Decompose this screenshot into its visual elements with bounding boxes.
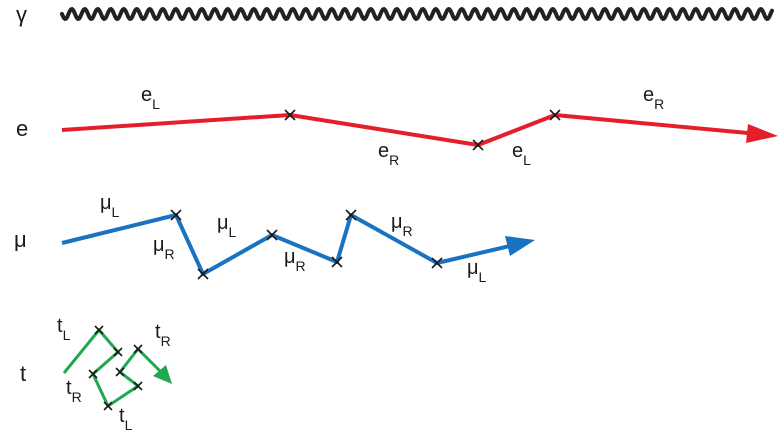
top-vertex-4	[103, 401, 113, 411]
row-label-top: t	[20, 361, 26, 386]
top-vertex-5	[133, 381, 143, 391]
muon-label-4: μR	[284, 246, 306, 274]
top-vertex-1	[94, 325, 104, 335]
muon-track: μL μR μL μR μR μL	[61, 192, 535, 285]
muon-line	[61, 213, 511, 276]
muon-vertex-2	[197, 268, 209, 280]
muon-vertex-6	[431, 257, 443, 269]
top-track: tL tR tR tL	[57, 315, 172, 433]
muon-vertex-3	[266, 229, 278, 241]
muon-vertex-1	[170, 209, 182, 221]
muon-label-6: μL	[467, 257, 487, 285]
electron-vertex-2	[472, 139, 484, 151]
electron-label-3: eL	[512, 140, 531, 168]
electron-vertex-1	[284, 109, 296, 121]
muon-label-2: μR	[153, 234, 175, 262]
muon-label-1: μL	[100, 192, 120, 220]
electron-label-2: eR	[378, 140, 399, 168]
top-vertex-2	[113, 347, 123, 357]
top-vertex-3	[88, 369, 98, 379]
top-vertex-7	[133, 344, 143, 354]
muon-vertex-4	[331, 256, 343, 268]
muon-vertex-5	[345, 209, 357, 221]
electron-vertex-3	[549, 109, 561, 121]
muon-label-3: μL	[217, 212, 237, 240]
top-label-4: tL	[119, 405, 133, 433]
muon-label-5: μR	[391, 211, 413, 239]
electron-track: eL eR eL eR	[61, 84, 778, 168]
electron-label-1: eL	[141, 84, 160, 112]
row-label-muon: μ	[14, 227, 27, 252]
row-label-electron: e	[16, 116, 28, 141]
top-label-1: tL	[57, 315, 71, 343]
top-arrowhead	[153, 365, 172, 384]
electron-label-4: eR	[643, 84, 664, 112]
electron-arrowhead	[746, 124, 778, 143]
top-label-2: tR	[155, 321, 171, 349]
photon-wave	[60, 6, 774, 22]
muon-arrowhead	[505, 236, 535, 256]
top-vertex-6	[115, 367, 125, 377]
top-label-3: tR	[66, 377, 82, 405]
row-label-photon: γ	[16, 2, 27, 27]
electron-line	[61, 113, 749, 147]
